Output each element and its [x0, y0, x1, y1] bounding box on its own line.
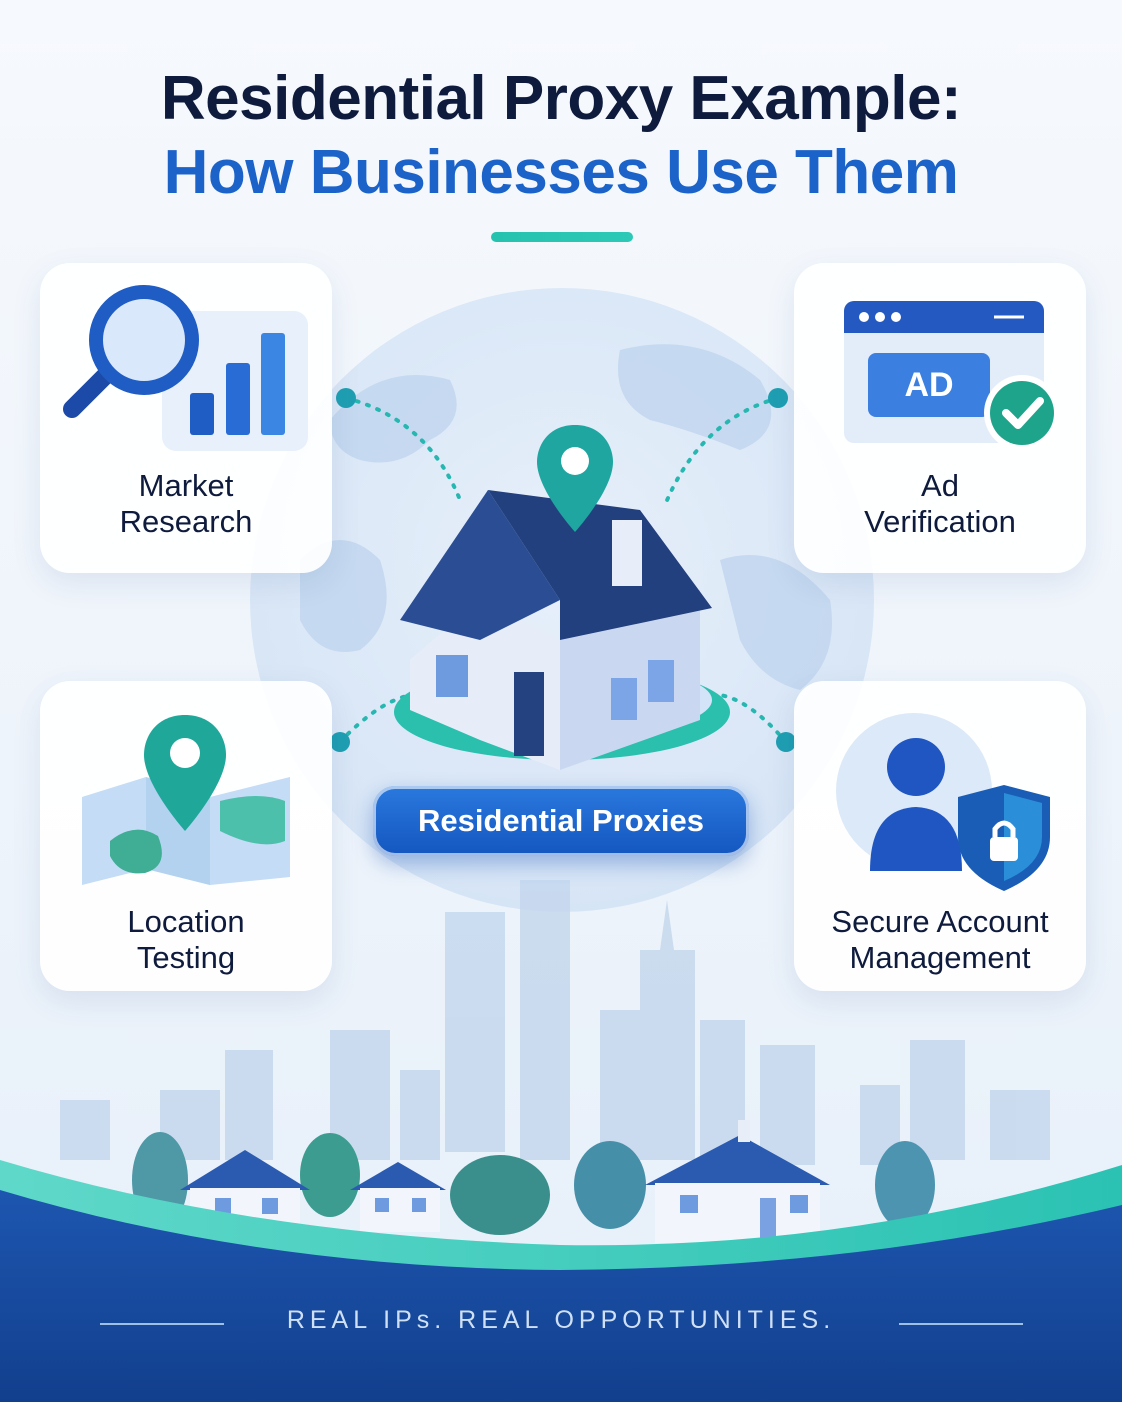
card-ad-verification: AD Ad Verification: [794, 263, 1086, 573]
card-label-line-2: Verification: [864, 504, 1016, 539]
location-pin-icon: [537, 425, 613, 532]
title-line-2: How Businesses Use Them: [163, 138, 959, 207]
card-label-line-1: Location: [127, 904, 245, 939]
tagline-divider-left: [100, 1323, 224, 1325]
tagline-divider-right: [899, 1323, 1023, 1325]
page-title: Residential Proxy Example: How Businesse…: [0, 62, 1122, 210]
card-label-line-1: Ad: [921, 468, 959, 503]
house-icon: [392, 490, 732, 783]
card-label-line-2: Management: [849, 940, 1031, 975]
shield-lock-icon: [958, 785, 1050, 891]
magnifier-icon: [63, 285, 199, 418]
card-location-testing: Location Testing: [40, 681, 332, 991]
city-skyline: [60, 880, 1050, 1165]
card-label-line-2: Research: [119, 504, 253, 539]
card-label-line-1: Market: [138, 468, 234, 503]
neighborhood: [132, 1120, 935, 1243]
card-market-research: Market Research: [40, 263, 332, 573]
card-secure-account-management: Secure Account Management: [794, 681, 1086, 991]
ad-badge-text: AD: [904, 366, 954, 404]
card-label-line-1: Secure Account: [831, 904, 1049, 939]
location-pin-icon: [144, 715, 226, 831]
bar-chart-icon: [190, 333, 285, 435]
card-label-line-2: Testing: [136, 940, 236, 975]
user-icon: [870, 738, 962, 871]
checkmark-icon: [984, 375, 1060, 451]
title-underline: [491, 232, 633, 242]
footer-tagline: REAL IPs. REAL OPPORTUNITIES.: [286, 1306, 836, 1334]
residential-proxies-pill: Residential Proxies: [373, 786, 749, 856]
title-line-1: Residential Proxy Example:: [160, 64, 962, 133]
